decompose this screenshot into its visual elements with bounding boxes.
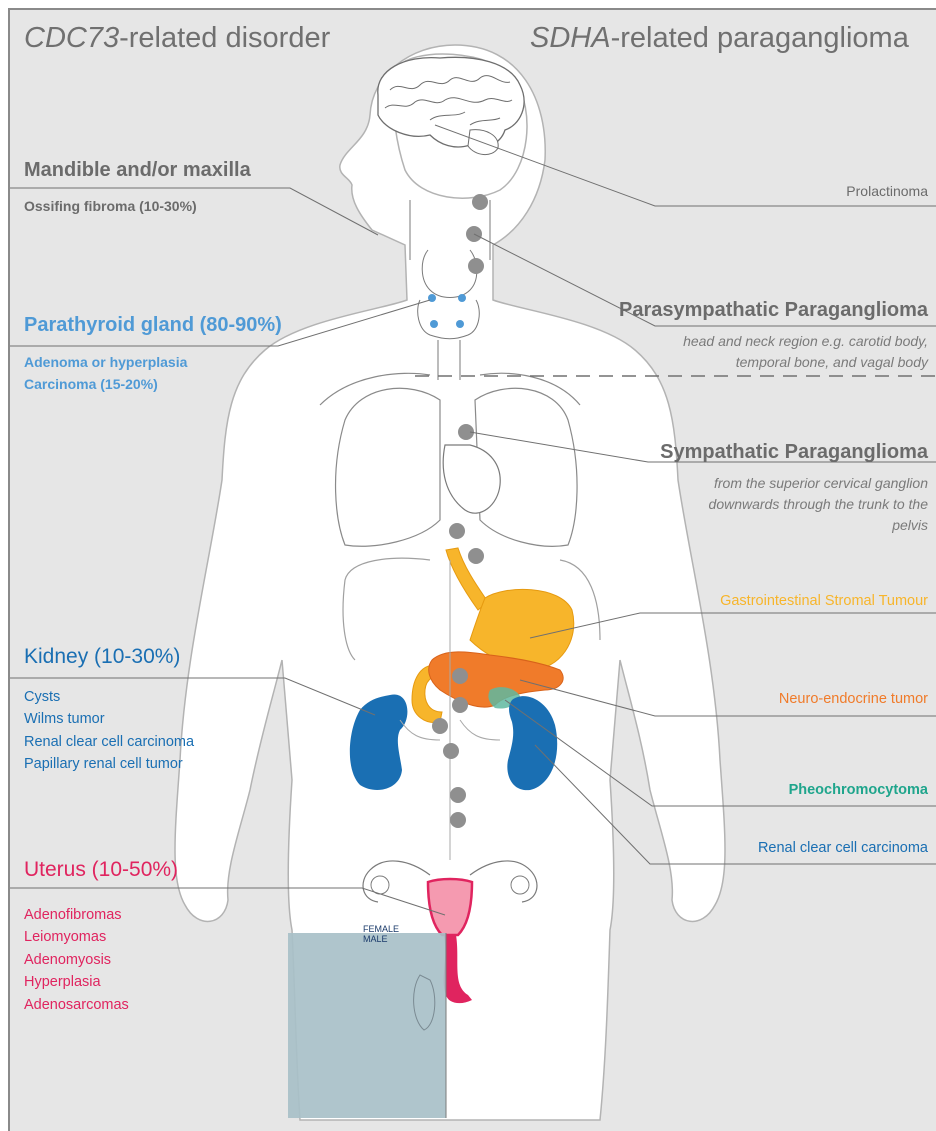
male-tag: MALE xyxy=(363,934,399,944)
sex-tags: FEMALE MALE xyxy=(363,924,399,945)
kidney-detail-2: Wilms tumor xyxy=(24,708,194,730)
parasympathetic-detail-2: temporal bone, and vagal body xyxy=(683,352,928,373)
prolactinoma-label: Prolactinoma xyxy=(846,183,928,201)
renal-clear-cell-label: Renal clear cell carcinoma xyxy=(758,837,928,859)
kidney-heading: Kidney (10-30%) xyxy=(24,644,180,670)
parathyroid-detail-1: Adenoma or hyperplasia xyxy=(24,352,187,374)
female-tag: FEMALE xyxy=(363,924,399,934)
uterus-detail-3: Adenomyosis xyxy=(24,949,129,971)
sympathetic-heading: Sympathatic Paraganglioma xyxy=(660,440,928,465)
pheochromocytoma-label: Pheochromocytoma xyxy=(789,781,928,799)
uterus-detail-2: Leiomyomas xyxy=(24,926,129,948)
parathyroid-heading: Parathyroid gland (80-90%) xyxy=(24,313,282,338)
sympathetic-detail-1: from the superior cervical ganglion xyxy=(709,473,928,494)
parathyroid-details: Adenoma or hyperplasia Carcinoma (15-20%… xyxy=(24,352,187,395)
sympathetic-detail-3: pelvis xyxy=(709,515,928,536)
right-title-rest: -related paraganglioma xyxy=(611,22,909,54)
sympathetic-detail-2: downwards through the trunk to the xyxy=(709,494,928,515)
kidney-detail-1: Cysts xyxy=(24,686,194,708)
parasympathetic-heading: Parasympathatic Paraganglioma xyxy=(619,298,928,323)
mandible-detail: Ossifing fibroma (10-30%) xyxy=(24,198,197,216)
neuroendocrine-label: Neuro-endocrine tumor xyxy=(779,690,928,708)
parasympathetic-detail: head and neck region e.g. carotid body, … xyxy=(683,331,928,373)
kidney-details: Cysts Wilms tumor Renal clear cell carci… xyxy=(24,686,194,776)
parasympathetic-detail-1: head and neck region e.g. carotid body, xyxy=(683,331,928,352)
right-title: SDHA-related paraganglioma xyxy=(530,20,909,56)
sympathetic-detail: from the superior cervical ganglion down… xyxy=(709,473,928,536)
uterus-detail-5: Adenosarcomas xyxy=(24,994,129,1016)
male-region xyxy=(288,933,446,1118)
right-lung xyxy=(336,388,440,546)
uterus-detail-1: Adenofibromas xyxy=(24,904,129,926)
left-title: CDC73-related disorder xyxy=(24,20,330,56)
kidney-detail-4: Papillary renal cell tumor xyxy=(24,753,194,775)
right-title-gene: SDHA xyxy=(530,22,611,54)
left-title-gene: CDC73 xyxy=(24,22,119,54)
uterus-detail-4: Hyperplasia xyxy=(24,971,129,993)
parathyroid-detail-2: Carcinoma (15-20%) xyxy=(24,374,187,396)
right-ovary xyxy=(511,876,529,894)
kidney-detail-3: Renal clear cell carcinoma xyxy=(24,731,194,753)
gist-label: Gastrointestinal Stromal Tumour xyxy=(720,592,928,610)
uterus xyxy=(428,879,472,935)
uterus-heading: Uterus (10-50%) xyxy=(24,857,178,883)
uterus-details: Adenofibromas Leiomyomas Adenomyosis Hyp… xyxy=(24,904,129,1016)
left-title-rest: -related disorder xyxy=(119,22,330,54)
mandible-heading: Mandible and/or maxilla xyxy=(24,158,251,183)
